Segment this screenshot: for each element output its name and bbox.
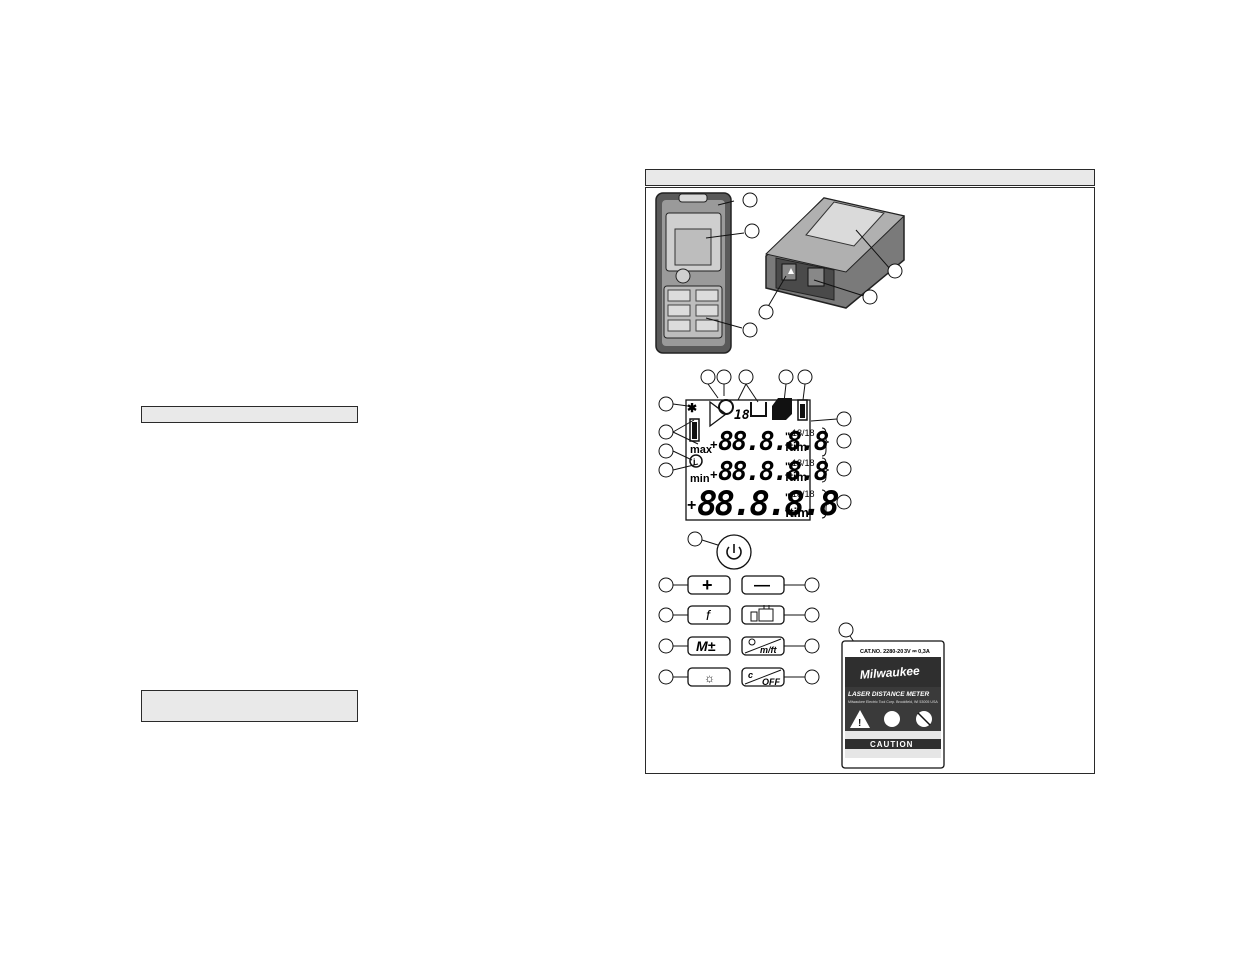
small-digits: 18	[734, 408, 750, 423]
laser-on-icon: ✱	[687, 401, 697, 415]
memory-button	[687, 636, 731, 656]
warning-triangle-icon	[850, 710, 870, 728]
display-row-3: + 88.8.8.8 " 18/18 ftim	[687, 484, 841, 524]
label-brand-logo: Milwaukee	[859, 664, 920, 682]
svg-text:": "	[785, 431, 790, 443]
svg-text:+: +	[687, 497, 696, 514]
section-heading-bar-2	[141, 690, 358, 722]
display-row-2: + 88.8.8.8 " 18/18 ftim	[710, 457, 831, 487]
figure-frame: ✱ 18 max i min + 88.8.8.8 " 18/18 ftim +…	[645, 187, 1095, 774]
section-heading-bar-1	[141, 406, 358, 423]
measuring-mode-icon	[750, 402, 767, 417]
clear-off-icon: c OFF	[744, 669, 782, 687]
product-label: CAT.NO. 2280-20 3V ⎓ 0,3A Milwaukee LASE…	[838, 622, 945, 769]
lcd-display: ✱ 18 max i min + 88.8.8.8 " 18/18 ftim +…	[658, 369, 852, 524]
svg-text:18/18: 18/18	[792, 428, 815, 438]
label-cat-no: CAT.NO. 2280-20	[860, 649, 903, 655]
function-icon: f	[706, 607, 712, 623]
svg-text:88.8.8.8: 88.8.8.8	[718, 457, 829, 487]
volume-icon	[772, 398, 792, 420]
svg-text:ftim: ftim	[785, 470, 807, 484]
info-icon	[689, 454, 703, 468]
backlight-icon: ☼	[704, 671, 715, 685]
display-row-1: + 88.8.8.8 " 18/18 ftim	[710, 427, 831, 457]
label-maker: Milwaukee Electric Tool Corp. Brookfield…	[848, 700, 938, 704]
svg-text:": "	[785, 492, 790, 504]
max-label: max	[690, 444, 713, 456]
svg-text:18/18: 18/18	[792, 458, 815, 468]
read-manual-icon	[884, 711, 900, 727]
keypad-diagram: + — f M± m/ft	[658, 531, 820, 687]
svg-text:88.8.8.8: 88.8.8.8	[718, 427, 829, 457]
backlight-button	[687, 667, 731, 687]
minus-icon: —	[754, 577, 770, 594]
min-label: min	[690, 473, 710, 485]
area-volume-icon	[750, 605, 774, 622]
figure-illustration: ✱ 18 max i min + 88.8.8.8 " 18/18 ftim +…	[655, 192, 945, 769]
battery-icon	[797, 399, 808, 421]
svg-text:": "	[785, 461, 790, 473]
timer-icon	[718, 399, 734, 415]
signal-bar-icon	[689, 418, 700, 442]
svg-text:m/ft: m/ft	[760, 645, 778, 655]
label-rating: 3V ⎓ 0,3A	[904, 649, 930, 655]
svg-text:+: +	[710, 467, 718, 482]
svg-text:ftim: ftim	[785, 505, 809, 520]
svg-text:ftim: ftim	[785, 440, 807, 454]
svg-text:i: i	[693, 457, 696, 467]
device-front-view	[655, 192, 760, 354]
label-title: LASER DISTANCE METER	[848, 691, 929, 698]
power-icon	[726, 546, 742, 560]
reference-icon	[709, 400, 728, 428]
svg-text:c: c	[748, 670, 753, 680]
function-button	[687, 605, 731, 625]
svg-text:18/18: 18/18	[792, 489, 815, 499]
svg-text:!: !	[858, 718, 861, 729]
svg-text:88.8.8.8: 88.8.8.8	[697, 484, 838, 524]
device-back-view	[758, 197, 906, 320]
plus-icon: +	[702, 575, 713, 595]
plus-button	[687, 575, 731, 595]
figure-heading-bar	[645, 169, 1095, 186]
svg-text:OFF: OFF	[762, 677, 780, 687]
memory-icon: M±	[696, 638, 716, 654]
label-caution: CAUTION	[870, 740, 913, 749]
timer-unit-icon: m/ft	[744, 638, 782, 655]
svg-text:+: +	[710, 437, 718, 452]
